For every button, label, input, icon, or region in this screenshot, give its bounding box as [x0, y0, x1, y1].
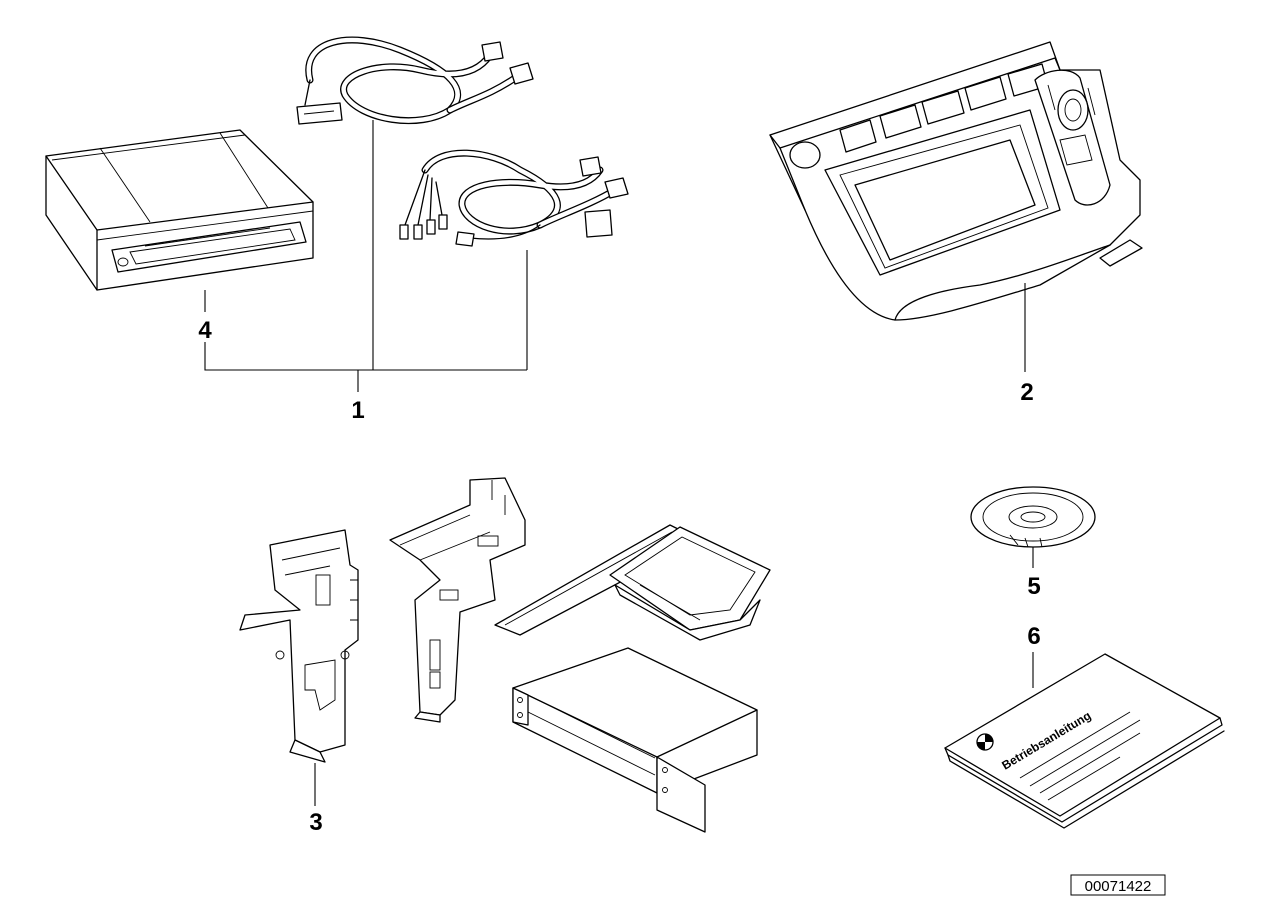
wiring-harness-lower: [399, 149, 629, 370]
tray-bracket: [494, 524, 771, 641]
document-id: 00071422: [1085, 878, 1152, 895]
mounting-bracket-center: [389, 477, 526, 723]
callout-1-bracket: [204, 342, 527, 392]
callout-1: 1: [351, 397, 364, 424]
callout-3: 3: [309, 809, 322, 836]
mounting-bracket-left: [239, 529, 359, 806]
cd-changer-unit: [45, 129, 314, 312]
navigation-cd: [970, 486, 1096, 568]
document-id-box: 00071422: [1070, 874, 1166, 896]
owners-manual-booklet: Betriebsanleitung: [944, 652, 1225, 829]
wiring-harness-upper: [296, 36, 534, 370]
callout-5: 5: [1027, 573, 1040, 600]
callout-4: 4: [198, 317, 212, 344]
callout-2: 2: [1020, 379, 1033, 406]
callout-6: 6: [1027, 623, 1040, 650]
mounting-frame: [512, 647, 758, 833]
display-panel: [769, 41, 1143, 372]
